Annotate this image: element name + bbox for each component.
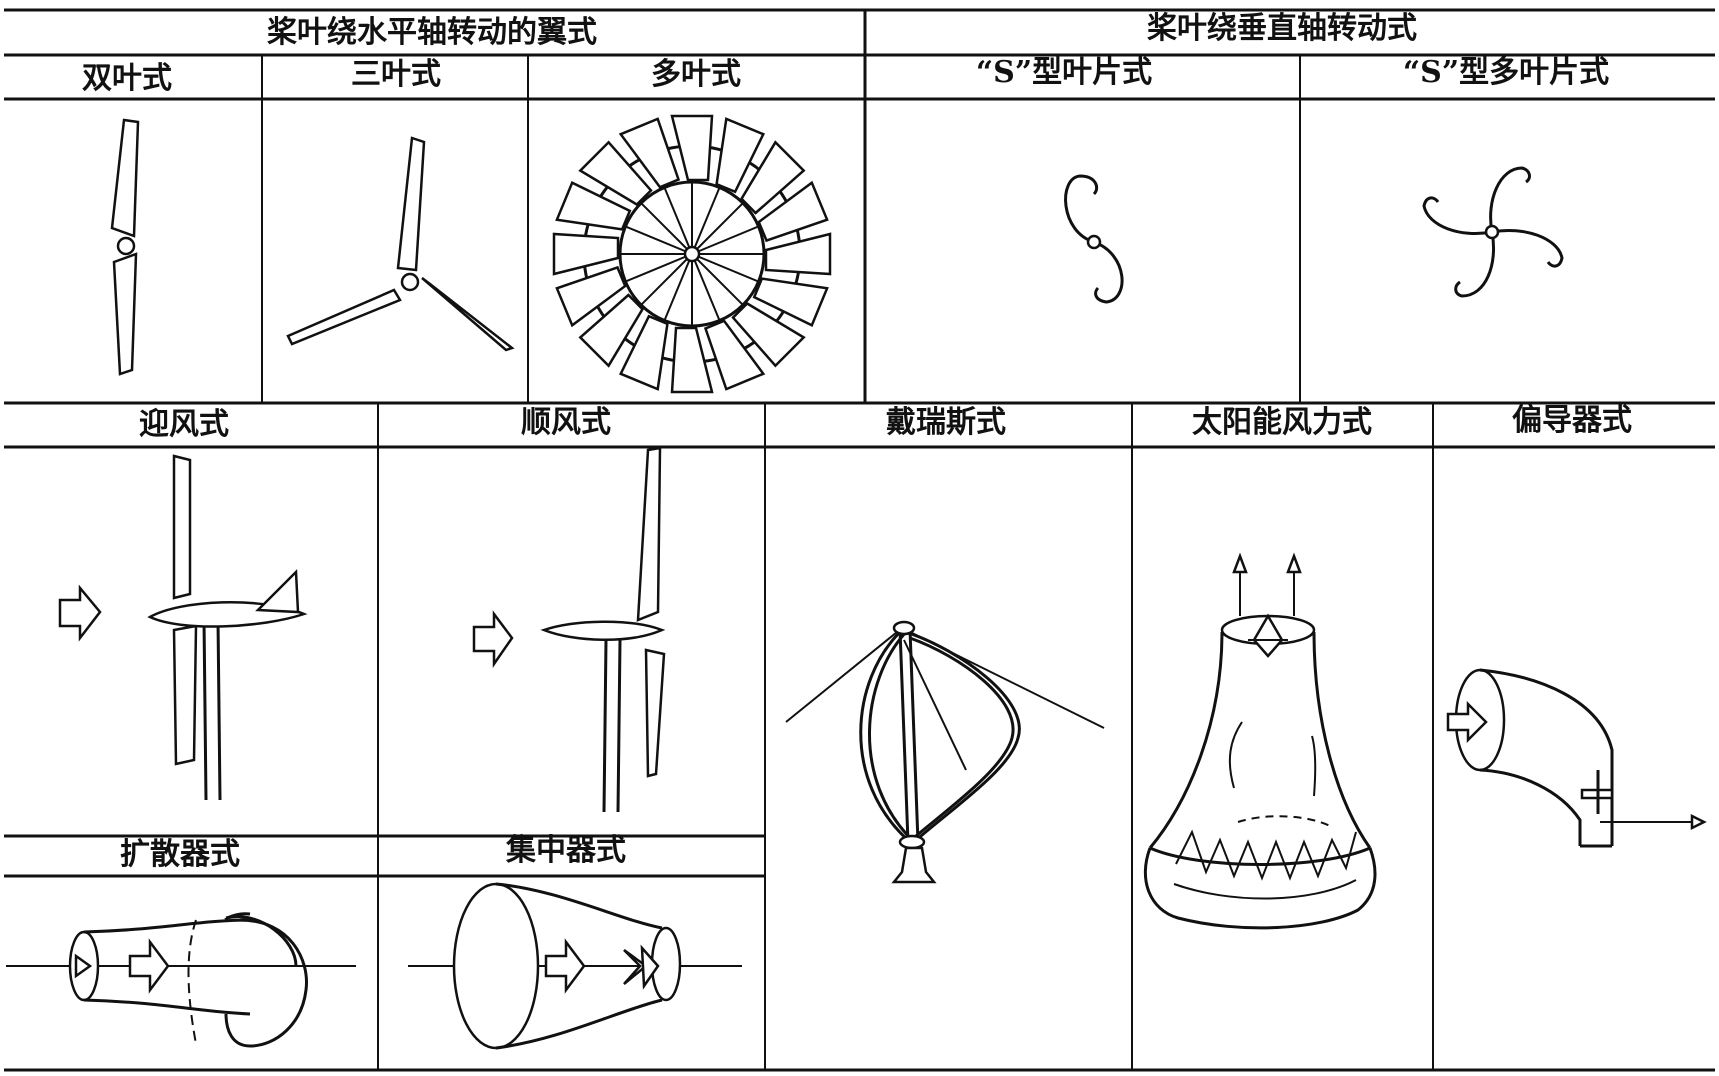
blade	[670, 326, 714, 394]
upwind-turbine-drawing	[58, 454, 308, 801]
label-diffuser: 扩散器式	[120, 837, 240, 872]
label-solar-wind: 太阳能风力式	[1192, 405, 1372, 440]
blade	[764, 232, 832, 276]
blade	[618, 117, 681, 189]
blade	[618, 314, 669, 391]
blade	[555, 265, 627, 328]
header-horizontal-axis-group: 桨叶绕水平轴转动的翼式	[267, 15, 597, 50]
blade	[555, 180, 632, 231]
blade	[552, 232, 620, 276]
blade	[739, 140, 806, 215]
label-upwind: 迎风式	[139, 407, 229, 442]
two-blade-rotor-drawing	[110, 118, 140, 376]
downwind-turbine-drawing	[472, 446, 666, 813]
deflector-turbine-drawing	[1446, 668, 1707, 848]
label-two-blade: 双叶式	[82, 61, 172, 96]
blade	[578, 293, 645, 368]
diffuser-turbine-drawing	[6, 912, 356, 1048]
label-downwind: 顺风式	[521, 405, 611, 440]
label-multi-s-blade: “S”型多叶片式	[1402, 55, 1610, 90]
label-multi-blade: 多叶式	[651, 57, 741, 92]
label-concentrator: 集中器式	[506, 833, 626, 868]
blade	[757, 180, 829, 243]
blade	[715, 117, 766, 194]
multi-blade-rotor-drawing	[552, 114, 832, 394]
label-darrieus: 戴瑞斯式	[886, 405, 1006, 440]
label-three-blade: 三叶式	[351, 57, 441, 92]
blade	[752, 277, 829, 328]
s-blade-rotor-drawing	[1064, 174, 1124, 304]
concentrator-turbine-drawing	[408, 882, 742, 1050]
multi-s-blade-rotor-drawing	[1422, 166, 1564, 298]
three-blade-rotor-drawing	[286, 136, 515, 352]
table-grid	[4, 8, 1715, 1072]
hub	[683, 245, 701, 263]
blade	[703, 319, 766, 391]
darrieus-turbine-drawing	[785, 620, 1105, 884]
blade	[731, 301, 806, 368]
blade	[578, 140, 653, 207]
blade	[670, 114, 714, 182]
header-vertical-axis-group: 桨叶绕垂直轴转动式	[1147, 11, 1417, 46]
label-s-blade: “S”型叶片式	[975, 55, 1153, 90]
solar-wind-tower-drawing	[1143, 552, 1377, 930]
label-deflector: 偏导器式	[1512, 403, 1632, 438]
